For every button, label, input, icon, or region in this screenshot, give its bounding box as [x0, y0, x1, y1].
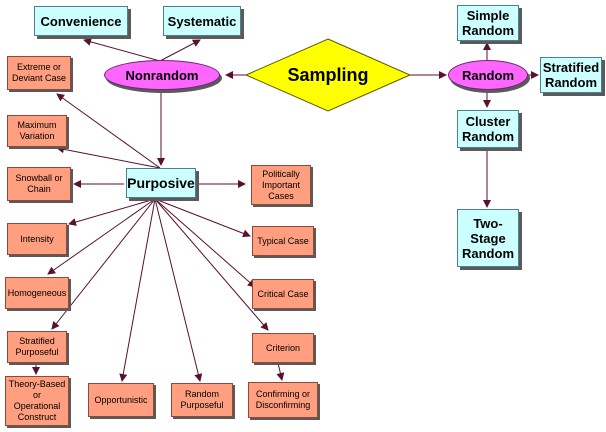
- homogeneous-box: Homogeneous: [5, 277, 69, 309]
- edge-nonrandom-convenience: [83, 38, 161, 62]
- stratified-purposeful-box: Stratified Purposeful: [7, 331, 67, 363]
- cluster-random-box: Cluster Random: [457, 110, 519, 148]
- edge-purposive-intensity: [68, 198, 156, 226]
- edge-purposive-opportunistic: [119, 198, 156, 382]
- nonrandom-node: Nonrandom: [104, 60, 220, 90]
- edge-purposive-randompurp: [154, 198, 203, 382]
- edge-purposive-extreme: [56, 93, 161, 169]
- edge-purposive-critical: [154, 198, 256, 288]
- random-purposeful-box: Random Purposeful: [171, 383, 233, 417]
- random-node: Random: [448, 60, 528, 90]
- two-stage-random-box: Two- Stage Random: [457, 209, 519, 267]
- edge-purposive-criterion: [154, 198, 269, 331]
- edge-purposive-stratpurp: [51, 198, 156, 330]
- stratified-random-box: Stratified Random: [540, 57, 602, 93]
- typical-case-box: Typical Case: [252, 226, 314, 256]
- edge-purposive-homogeneous: [47, 198, 156, 275]
- edge-purposive-maxvar: [56, 145, 161, 169]
- maximum-variation-box: Maximum Variation: [7, 115, 67, 147]
- intensity-box: Intensity: [7, 223, 67, 255]
- edge-nonrandom-systematic: [159, 39, 201, 62]
- confirming-or-disconfirming-box: Confirming or Disconfirming: [248, 382, 318, 418]
- systematic-box: Systematic: [163, 6, 241, 36]
- snowball-or-chain-box: Snowball or Chain: [7, 167, 71, 201]
- theory-based-box: Theory-Based or Operational Construct: [5, 376, 69, 426]
- sampling-label: Sampling: [287, 64, 369, 85]
- edge-purposive-typical: [154, 198, 251, 238]
- simple-random-box: Simple Random: [457, 5, 519, 41]
- convenience-box: Convenience: [34, 6, 128, 36]
- edge-criterion-confirming: [276, 362, 285, 381]
- extreme-or-deviant-case-box: Extreme or Deviant Case: [7, 56, 71, 90]
- politically-important-cases-box: Politically Important Cases: [251, 165, 311, 205]
- criterion-box: Criterion: [252, 333, 314, 363]
- opportunistic-box: Opportunistic: [88, 383, 154, 417]
- purposive-box: Purposive: [126, 168, 196, 198]
- critical-case-box: Critical Case: [252, 279, 314, 309]
- sampling-diamond: [244, 38, 412, 112]
